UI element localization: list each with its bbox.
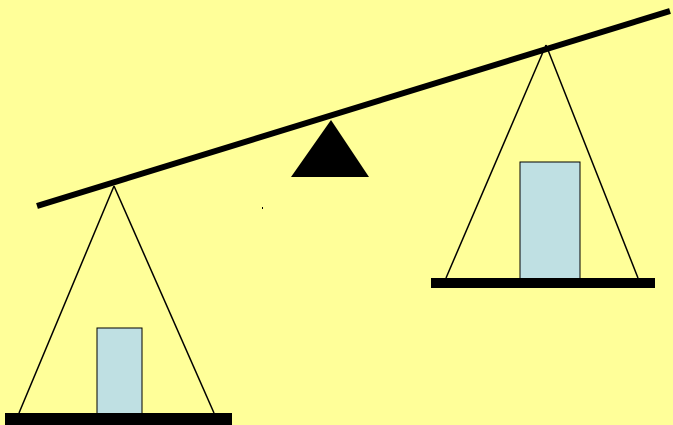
left-weight <box>97 328 142 416</box>
right-weight <box>520 162 580 282</box>
stray-dot <box>262 207 263 209</box>
right-pan <box>431 278 655 288</box>
left-pan <box>5 413 232 425</box>
